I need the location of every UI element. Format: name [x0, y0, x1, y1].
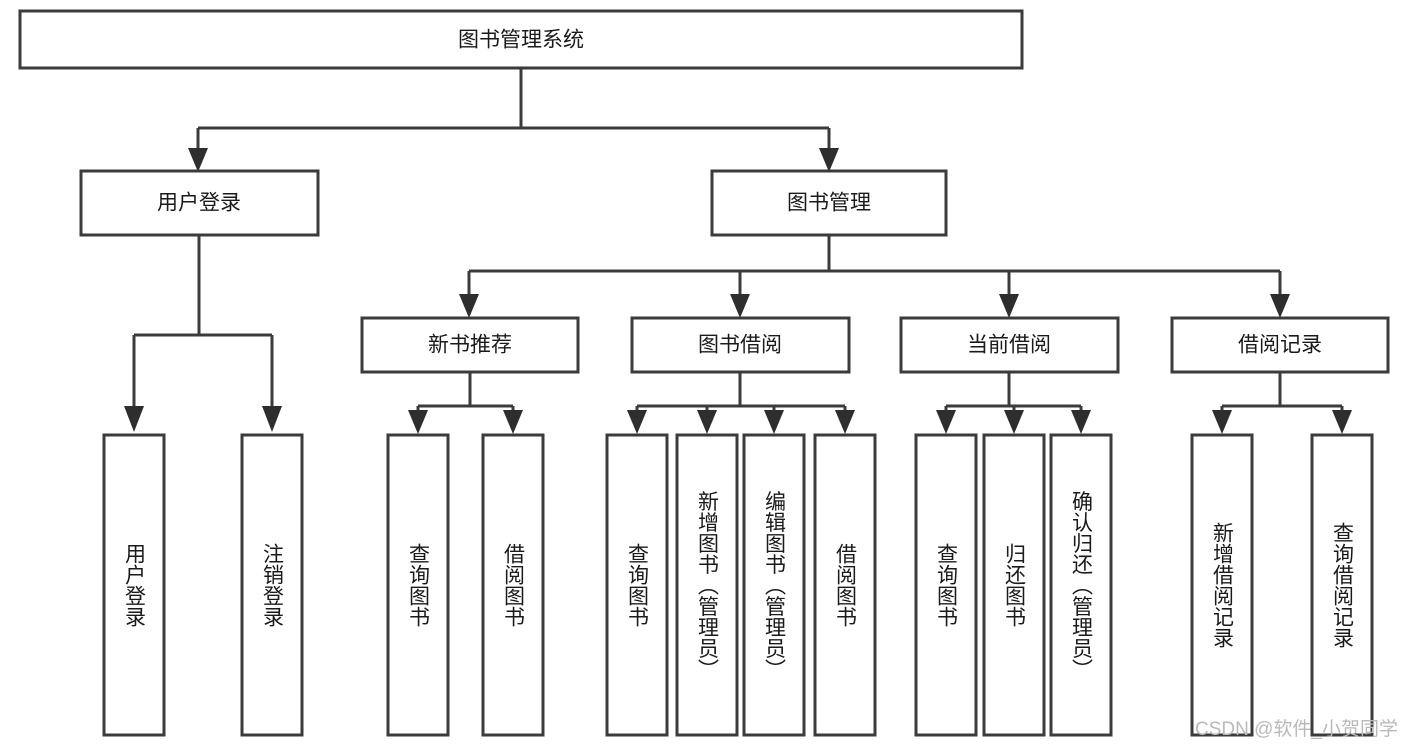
node-new-book-recommend-label: 新书推荐 — [428, 334, 512, 357]
leaf-confirm-return-admin-box[interactable] — [1049, 433, 1113, 737]
node-current-borrow[interactable]: 当前借阅 — [899, 316, 1120, 374]
leaf-user-login[interactable]: 用户登录 — [102, 433, 166, 737]
leaf-edit-book-admin[interactable]: 编辑图书（管理员） — [742, 433, 806, 737]
node-book-borrow[interactable]: 图书借阅 — [630, 316, 851, 374]
arrow-leaf-query-book-1 — [408, 410, 428, 434]
leaf-user-login-box[interactable] — [102, 433, 166, 737]
node-user-login-label: 用户登录 — [157, 192, 241, 215]
leaf-borrow-book-label: 借阅图书 — [834, 543, 858, 627]
node-book-manage-box[interactable] — [710, 169, 948, 237]
arrow-to-borrowrecord — [1270, 294, 1290, 318]
leaf-add-borrow-record-label: 新增借阅记录 — [1211, 522, 1235, 648]
node-root-box[interactable] — [18, 9, 1024, 70]
leaf-borrow-book-recommend-box[interactable] — [481, 433, 545, 737]
leaf-query-book-current[interactable]: 查询图书 — [914, 433, 978, 737]
leaf-borrow-book-box[interactable] — [813, 433, 877, 737]
arrow-to-currentborrow — [999, 294, 1019, 318]
leaf-logout[interactable]: 注销登录 — [240, 433, 304, 737]
leaf-query-borrow-record-box[interactable] — [1310, 433, 1374, 737]
leaf-add-book-admin-label: 新增图书（管理员） — [696, 491, 720, 680]
leaf-query-book-borrow-box[interactable] — [605, 433, 669, 737]
leaf-query-book-borrow-label: 查询图书 — [626, 543, 650, 627]
arrow-to-book-manage — [819, 148, 839, 172]
leaf-query-book-borrow[interactable]: 查询图书 — [605, 433, 669, 737]
node-root-label: 图书管理系统 — [458, 29, 584, 52]
node-book-borrow-box[interactable] — [630, 316, 851, 374]
arrow-leaf-logout — [262, 406, 282, 432]
node-borrow-record[interactable]: 借阅记录 — [1170, 316, 1390, 374]
arrow-leaf-borrow-book-2 — [835, 410, 855, 434]
node-borrow-record-box[interactable] — [1170, 316, 1390, 374]
node-book-manage-label: 图书管理 — [787, 192, 871, 215]
leaf-add-borrow-record-box[interactable] — [1190, 433, 1254, 737]
arrow-leaf-return-book — [1004, 410, 1024, 434]
leaf-borrow-book-recommend[interactable]: 借阅图书 — [481, 433, 545, 737]
node-user-login[interactable]: 用户登录 — [79, 169, 320, 237]
arrow-to-bookborrow — [730, 294, 750, 318]
leaf-edit-book-admin-label: 编辑图书（管理员） — [763, 491, 787, 680]
leaf-return-book[interactable]: 归还图书 — [982, 433, 1046, 737]
leaf-query-book-current-label: 查询图书 — [935, 543, 959, 627]
arrow-leaf-user-login — [124, 406, 144, 432]
node-book-borrow-label: 图书借阅 — [698, 334, 782, 357]
arrow-to-user-login — [188, 148, 208, 172]
arrow-to-newbook — [459, 294, 479, 318]
leaf-add-borrow-record[interactable]: 新增借阅记录 — [1190, 433, 1254, 737]
leaf-return-book-label: 归还图书 — [1003, 543, 1027, 627]
leaf-user-login-label: 用户登录 — [123, 543, 147, 627]
leaf-query-book-recommend-box[interactable] — [386, 433, 450, 737]
node-book-manage[interactable]: 图书管理 — [710, 169, 948, 237]
leaf-query-book-recommend-label: 查询图书 — [407, 543, 431, 627]
leaf-query-borrow-record[interactable]: 查询借阅记录 — [1310, 433, 1374, 737]
leaf-logout-label: 注销登录 — [261, 543, 285, 627]
node-current-borrow-label: 当前借阅 — [967, 334, 1051, 357]
node-borrow-record-label: 借阅记录 — [1238, 334, 1322, 357]
node-new-book-recommend[interactable]: 新书推荐 — [360, 316, 580, 374]
leaf-query-borrow-record-label: 查询借阅记录 — [1331, 522, 1355, 648]
leaf-confirm-return-admin-label: 确认归还（管理员） — [1070, 491, 1094, 680]
leaf-borrow-book[interactable]: 借阅图书 — [813, 433, 877, 737]
arrow-leaf-query-book-3 — [936, 410, 956, 434]
arrow-leaf-borrow-book-1 — [503, 410, 523, 434]
node-new-book-recommend-box[interactable] — [360, 316, 580, 374]
connector-layer — [124, 68, 1352, 434]
leaf-confirm-return-admin[interactable]: 确认归还（管理员） — [1049, 433, 1113, 737]
leaf-query-book-current-box[interactable] — [914, 433, 978, 737]
arrow-leaf-edit-book — [764, 410, 784, 434]
node-root-system[interactable]: 图书管理系统 — [18, 9, 1024, 70]
node-user-login-box[interactable] — [79, 169, 320, 237]
arrow-leaf-query-record — [1332, 410, 1352, 434]
leaf-add-book-admin[interactable]: 新增图书（管理员） — [675, 433, 739, 737]
leaf-query-book-recommend[interactable]: 查询图书 — [386, 433, 450, 737]
csdn-watermark: CSDN @软件_小贺同学 — [1195, 718, 1398, 740]
arrow-leaf-add-book — [697, 410, 717, 434]
node-current-borrow-box[interactable] — [899, 316, 1120, 374]
arrow-leaf-query-book-2 — [627, 410, 647, 434]
arrow-leaf-add-record — [1212, 410, 1232, 434]
leaf-borrow-book-recommend-label: 借阅图书 — [502, 543, 526, 627]
leaf-logout-box[interactable] — [240, 433, 304, 737]
leaf-edit-book-admin-box[interactable] — [742, 433, 806, 737]
leaf-return-book-box[interactable] — [982, 433, 1046, 737]
arrow-leaf-confirm-return — [1071, 410, 1091, 434]
leaf-add-book-admin-box[interactable] — [675, 433, 739, 737]
